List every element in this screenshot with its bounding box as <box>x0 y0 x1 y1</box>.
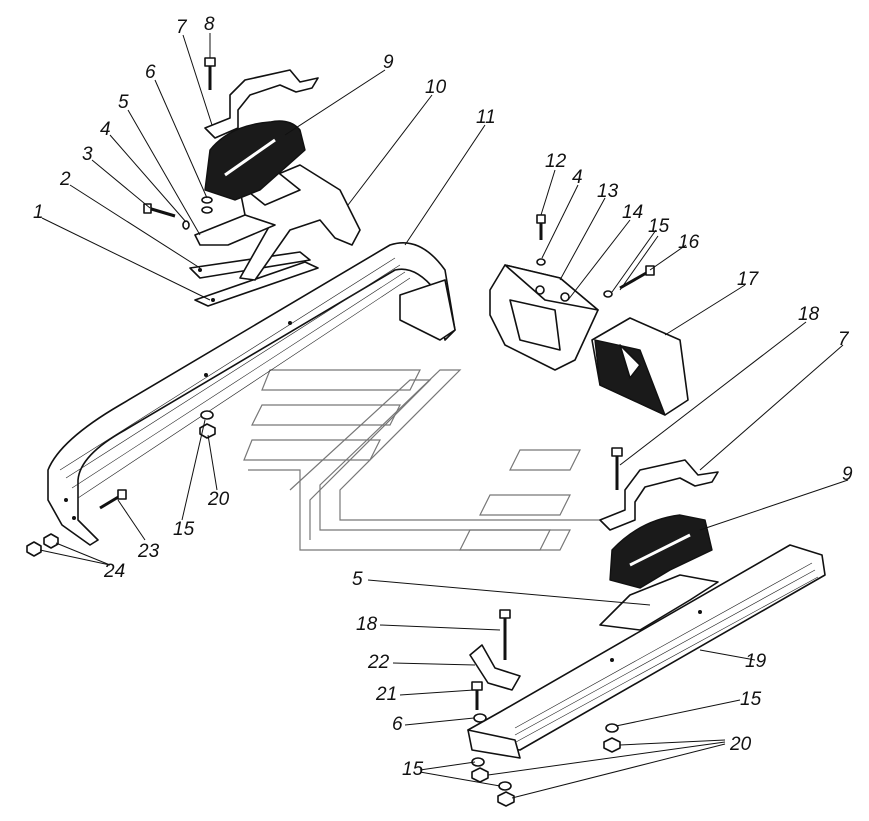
part-3-bolt <box>143 203 176 218</box>
callout-20-left: 20 <box>207 489 230 510</box>
callout-4-right: 4 <box>572 167 583 188</box>
callout-11: 11 <box>476 107 496 128</box>
part-20-nut-lower-group <box>471 737 621 807</box>
callout-15-bottom: 15 <box>402 759 424 780</box>
callout-17: 17 <box>737 269 760 290</box>
callout-16: 16 <box>678 232 700 253</box>
part-5-pad-lower <box>599 574 719 631</box>
callout-4: 4 <box>100 119 111 140</box>
part-5-pad-upper <box>194 214 276 246</box>
part-14-block-half <box>509 299 561 351</box>
callout-12: 12 <box>545 151 567 172</box>
part-9-rubber-mount-lower <box>609 514 713 589</box>
callout-6-lower: 6 <box>392 714 403 735</box>
callout-23: 23 <box>137 541 160 562</box>
callout-7-lower: 7 <box>838 329 850 350</box>
watermark-logo <box>243 369 600 551</box>
callout-18-upper: 18 <box>798 304 820 325</box>
callout-3: 3 <box>82 144 93 165</box>
callout-labels: 1 2 3 4 5 6 7 8 9 10 11 12 4 13 14 15 16… <box>33 14 853 780</box>
callout-18-lower: 18 <box>356 614 378 635</box>
part-15-washer-lower-group <box>471 723 619 791</box>
part-19-crossbar <box>467 544 826 759</box>
part-12-bolt <box>536 214 546 240</box>
callout-9: 9 <box>383 52 394 73</box>
callout-19: 19 <box>745 651 767 672</box>
callout-9-lower: 9 <box>842 464 853 485</box>
callout-20-bottom: 20 <box>729 734 752 755</box>
part-6-washer-lower <box>473 713 487 723</box>
callout-15-lower-right: 15 <box>740 689 762 710</box>
part-16-bolt <box>619 265 655 290</box>
part-4-washer-right <box>536 258 546 266</box>
callout-6: 6 <box>145 62 156 83</box>
part-8-bolt <box>204 57 216 90</box>
callout-7: 7 <box>176 17 188 38</box>
part-18-bolt-upper <box>611 447 623 490</box>
callout-1: 1 <box>33 202 44 223</box>
part-15-washer-right <box>603 290 613 298</box>
callout-13: 13 <box>597 181 619 202</box>
part-9-rubber-mount-upper <box>204 120 306 201</box>
callout-10: 10 <box>425 77 447 98</box>
callout-8: 8 <box>204 14 215 35</box>
callout-24: 24 <box>103 561 125 582</box>
part-17-wedge-block <box>591 317 689 416</box>
callout-22: 22 <box>367 652 390 673</box>
part-6-washer <box>201 196 213 214</box>
callout-14: 14 <box>622 202 643 223</box>
part-7-strap-lower <box>599 459 719 531</box>
part-24-nuts <box>26 533 59 557</box>
part-11-front-beam <box>47 241 456 546</box>
leader-lines <box>39 33 849 799</box>
part-4-washer <box>182 220 190 230</box>
part-1-plate <box>194 261 319 307</box>
callout-21: 21 <box>375 684 397 705</box>
callout-15-right: 15 <box>648 216 670 237</box>
part-21-bolt <box>471 681 483 710</box>
callout-2: 2 <box>59 169 71 190</box>
part-7-strap-upper <box>204 69 319 139</box>
part-22-bracket <box>469 644 521 691</box>
callout-5: 5 <box>118 92 129 113</box>
callout-5-lower: 5 <box>352 569 363 590</box>
part-23-bolt <box>99 489 127 510</box>
callout-15-left: 15 <box>173 519 195 540</box>
part-18-bolt-lower <box>499 609 511 660</box>
